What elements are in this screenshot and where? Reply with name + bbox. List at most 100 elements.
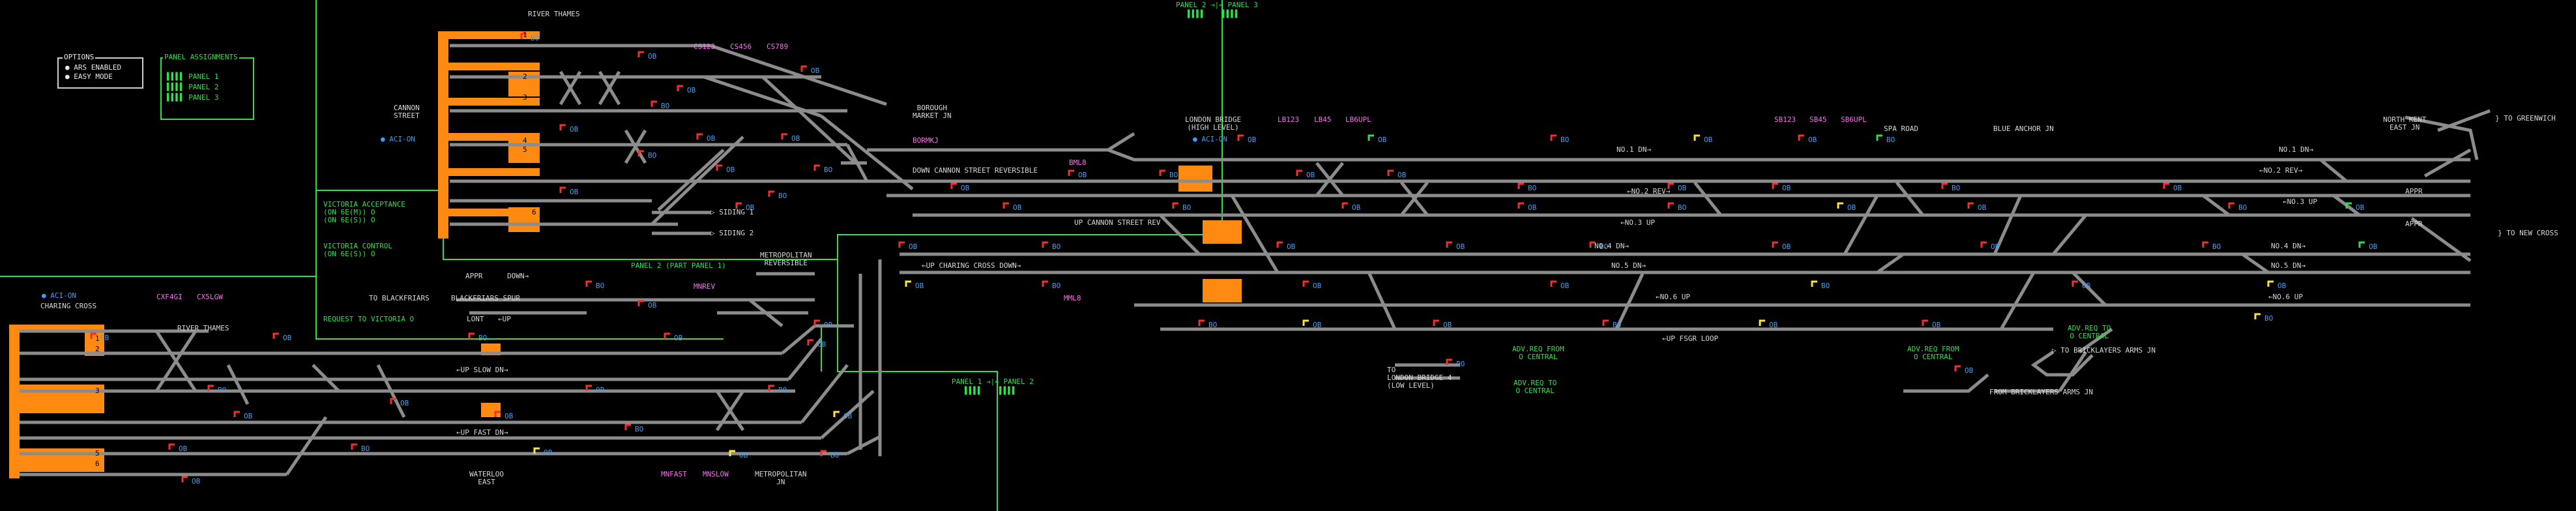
signal-34[interactable] bbox=[1837, 202, 1843, 209]
signal-29[interactable] bbox=[1003, 202, 1009, 209]
signal-43[interactable] bbox=[1772, 241, 1778, 248]
signal-20[interactable] bbox=[1068, 169, 1074, 176]
ars-enabled-option[interactable]: ● ARS ENABLED bbox=[65, 63, 122, 72]
signal-73[interactable] bbox=[833, 411, 840, 417]
signal-6[interactable] bbox=[637, 150, 644, 156]
train-id-mnrev[interactable]: MNREV bbox=[694, 282, 716, 291]
signal-54[interactable] bbox=[1198, 319, 1205, 326]
signal-47[interactable] bbox=[905, 280, 911, 287]
signal-36[interactable] bbox=[2228, 202, 2234, 209]
signal-28[interactable] bbox=[2163, 182, 2169, 189]
train-id-lb45[interactable]: LB45 bbox=[1314, 115, 1332, 124]
signal-25[interactable] bbox=[1667, 182, 1674, 189]
signal-22[interactable] bbox=[1296, 169, 1302, 176]
signal-39[interactable] bbox=[1042, 241, 1048, 248]
signal-49[interactable] bbox=[1302, 280, 1309, 287]
signal-21[interactable] bbox=[1159, 169, 1165, 176]
signal-76[interactable] bbox=[533, 447, 540, 454]
signal-75[interactable] bbox=[351, 443, 357, 450]
signal-19[interactable] bbox=[950, 182, 957, 189]
signal-62[interactable] bbox=[272, 332, 279, 339]
signal-13[interactable] bbox=[1237, 134, 1244, 141]
train-id-lb6upl[interactable]: LB6UPL bbox=[1345, 115, 1371, 124]
signal-42[interactable] bbox=[1589, 241, 1596, 248]
train-id-sb6upl[interactable]: SB6UPL bbox=[1841, 115, 1867, 124]
signal-41[interactable] bbox=[1446, 241, 1452, 248]
signal-68[interactable] bbox=[585, 385, 592, 391]
signal-5[interactable] bbox=[696, 133, 703, 139]
request-to-victoria[interactable]: REQUEST TO VICTORIA O bbox=[323, 315, 415, 323]
train-id-cx5lgw[interactable]: CX5LGW bbox=[197, 293, 223, 301]
signal-74[interactable] bbox=[168, 443, 175, 450]
signal-52[interactable] bbox=[2071, 280, 2078, 287]
signal-14[interactable] bbox=[1368, 134, 1374, 141]
charing-aci[interactable]: ● ACI-ON bbox=[42, 291, 76, 300]
signal-33[interactable] bbox=[1667, 202, 1674, 209]
signal-51[interactable] bbox=[1811, 280, 1817, 287]
signal-50[interactable] bbox=[1550, 280, 1557, 287]
signal-32[interactable] bbox=[1517, 202, 1524, 209]
signal-30[interactable] bbox=[1172, 202, 1178, 209]
signal-1[interactable] bbox=[637, 51, 644, 57]
train-id-sb123[interactable]: SB123 bbox=[1774, 115, 1796, 124]
signal-45[interactable] bbox=[2202, 241, 2208, 248]
signal-55[interactable] bbox=[1302, 319, 1309, 326]
signal-78[interactable] bbox=[820, 450, 827, 456]
signal-40[interactable] bbox=[1276, 241, 1283, 248]
train-id-mnfast[interactable]: MNFAST bbox=[661, 470, 687, 478]
signal-27[interactable] bbox=[1941, 182, 1948, 189]
signal-77[interactable] bbox=[729, 450, 735, 456]
signal-64[interactable] bbox=[664, 332, 670, 339]
signal-0[interactable] bbox=[520, 33, 527, 39]
train-id-cs789[interactable]: CS789 bbox=[767, 42, 789, 51]
signal-79[interactable] bbox=[181, 476, 188, 482]
signal-65[interactable] bbox=[807, 339, 813, 345]
panel-3-assignment[interactable]: ▌▌▌▌ PANEL 3 bbox=[167, 93, 219, 102]
signal-26[interactable] bbox=[1772, 182, 1778, 189]
signal-56[interactable] bbox=[1433, 319, 1439, 326]
panel-1-assignment[interactable]: ▌▌▌▌ PANEL 1 bbox=[167, 72, 219, 81]
train-id-cs123[interactable]: CS123 bbox=[694, 42, 716, 51]
signal-84[interactable] bbox=[585, 280, 592, 287]
signal-18[interactable] bbox=[1876, 134, 1882, 141]
cannon-aci[interactable]: ● ACI-ON bbox=[381, 135, 415, 143]
victoria-acceptance[interactable]: VICTORIA ACCEPTANCE(ON 6E(M)) O(ON 6E(S)… bbox=[323, 200, 405, 224]
signal-12[interactable] bbox=[813, 164, 820, 171]
signal-72[interactable] bbox=[624, 424, 631, 430]
signal-4[interactable] bbox=[559, 124, 566, 130]
signal-38[interactable] bbox=[898, 241, 905, 248]
signal-10[interactable] bbox=[800, 65, 807, 72]
train-id-bml8[interactable]: BML8 bbox=[1069, 158, 1087, 167]
signal-48[interactable] bbox=[1042, 280, 1048, 287]
train-id-lb123[interactable]: LB123 bbox=[1278, 115, 1300, 124]
train-id-mml8[interactable]: MML8 bbox=[1064, 294, 1081, 302]
signal-24[interactable] bbox=[1517, 182, 1524, 189]
signal-69[interactable] bbox=[768, 385, 774, 391]
signal-46[interactable] bbox=[2358, 241, 2365, 248]
signal-35[interactable] bbox=[1967, 202, 1974, 209]
train-id-sb45[interactable]: SB45 bbox=[1809, 115, 1827, 124]
signal-11[interactable] bbox=[781, 133, 787, 139]
signal-67[interactable] bbox=[390, 398, 396, 404]
signal-60[interactable] bbox=[2254, 313, 2261, 319]
london-bridge-aci[interactable]: ● ACI-ON bbox=[1193, 135, 1227, 143]
signal-17[interactable] bbox=[1798, 134, 1804, 141]
signal-53[interactable] bbox=[2267, 280, 2274, 287]
signal-44[interactable] bbox=[1980, 241, 1987, 248]
signal-66[interactable] bbox=[207, 385, 214, 391]
signal-70[interactable] bbox=[233, 411, 240, 417]
train-id-cxf4gi[interactable]: CXF4GI bbox=[156, 293, 183, 301]
signal-57[interactable] bbox=[1602, 319, 1609, 326]
signal-8[interactable] bbox=[559, 186, 566, 193]
signal-71[interactable] bbox=[494, 411, 501, 417]
signal-9[interactable] bbox=[768, 190, 774, 197]
signal-81[interactable] bbox=[1446, 358, 1452, 365]
signal-31[interactable] bbox=[1341, 202, 1348, 209]
victoria-control[interactable]: VICTORIA CONTROL(ON 6E(S)) O bbox=[323, 242, 392, 258]
easy-mode-option[interactable]: ● EASY MODE bbox=[65, 72, 113, 81]
signal-83[interactable] bbox=[735, 202, 742, 209]
signal-15[interactable] bbox=[1550, 134, 1557, 141]
